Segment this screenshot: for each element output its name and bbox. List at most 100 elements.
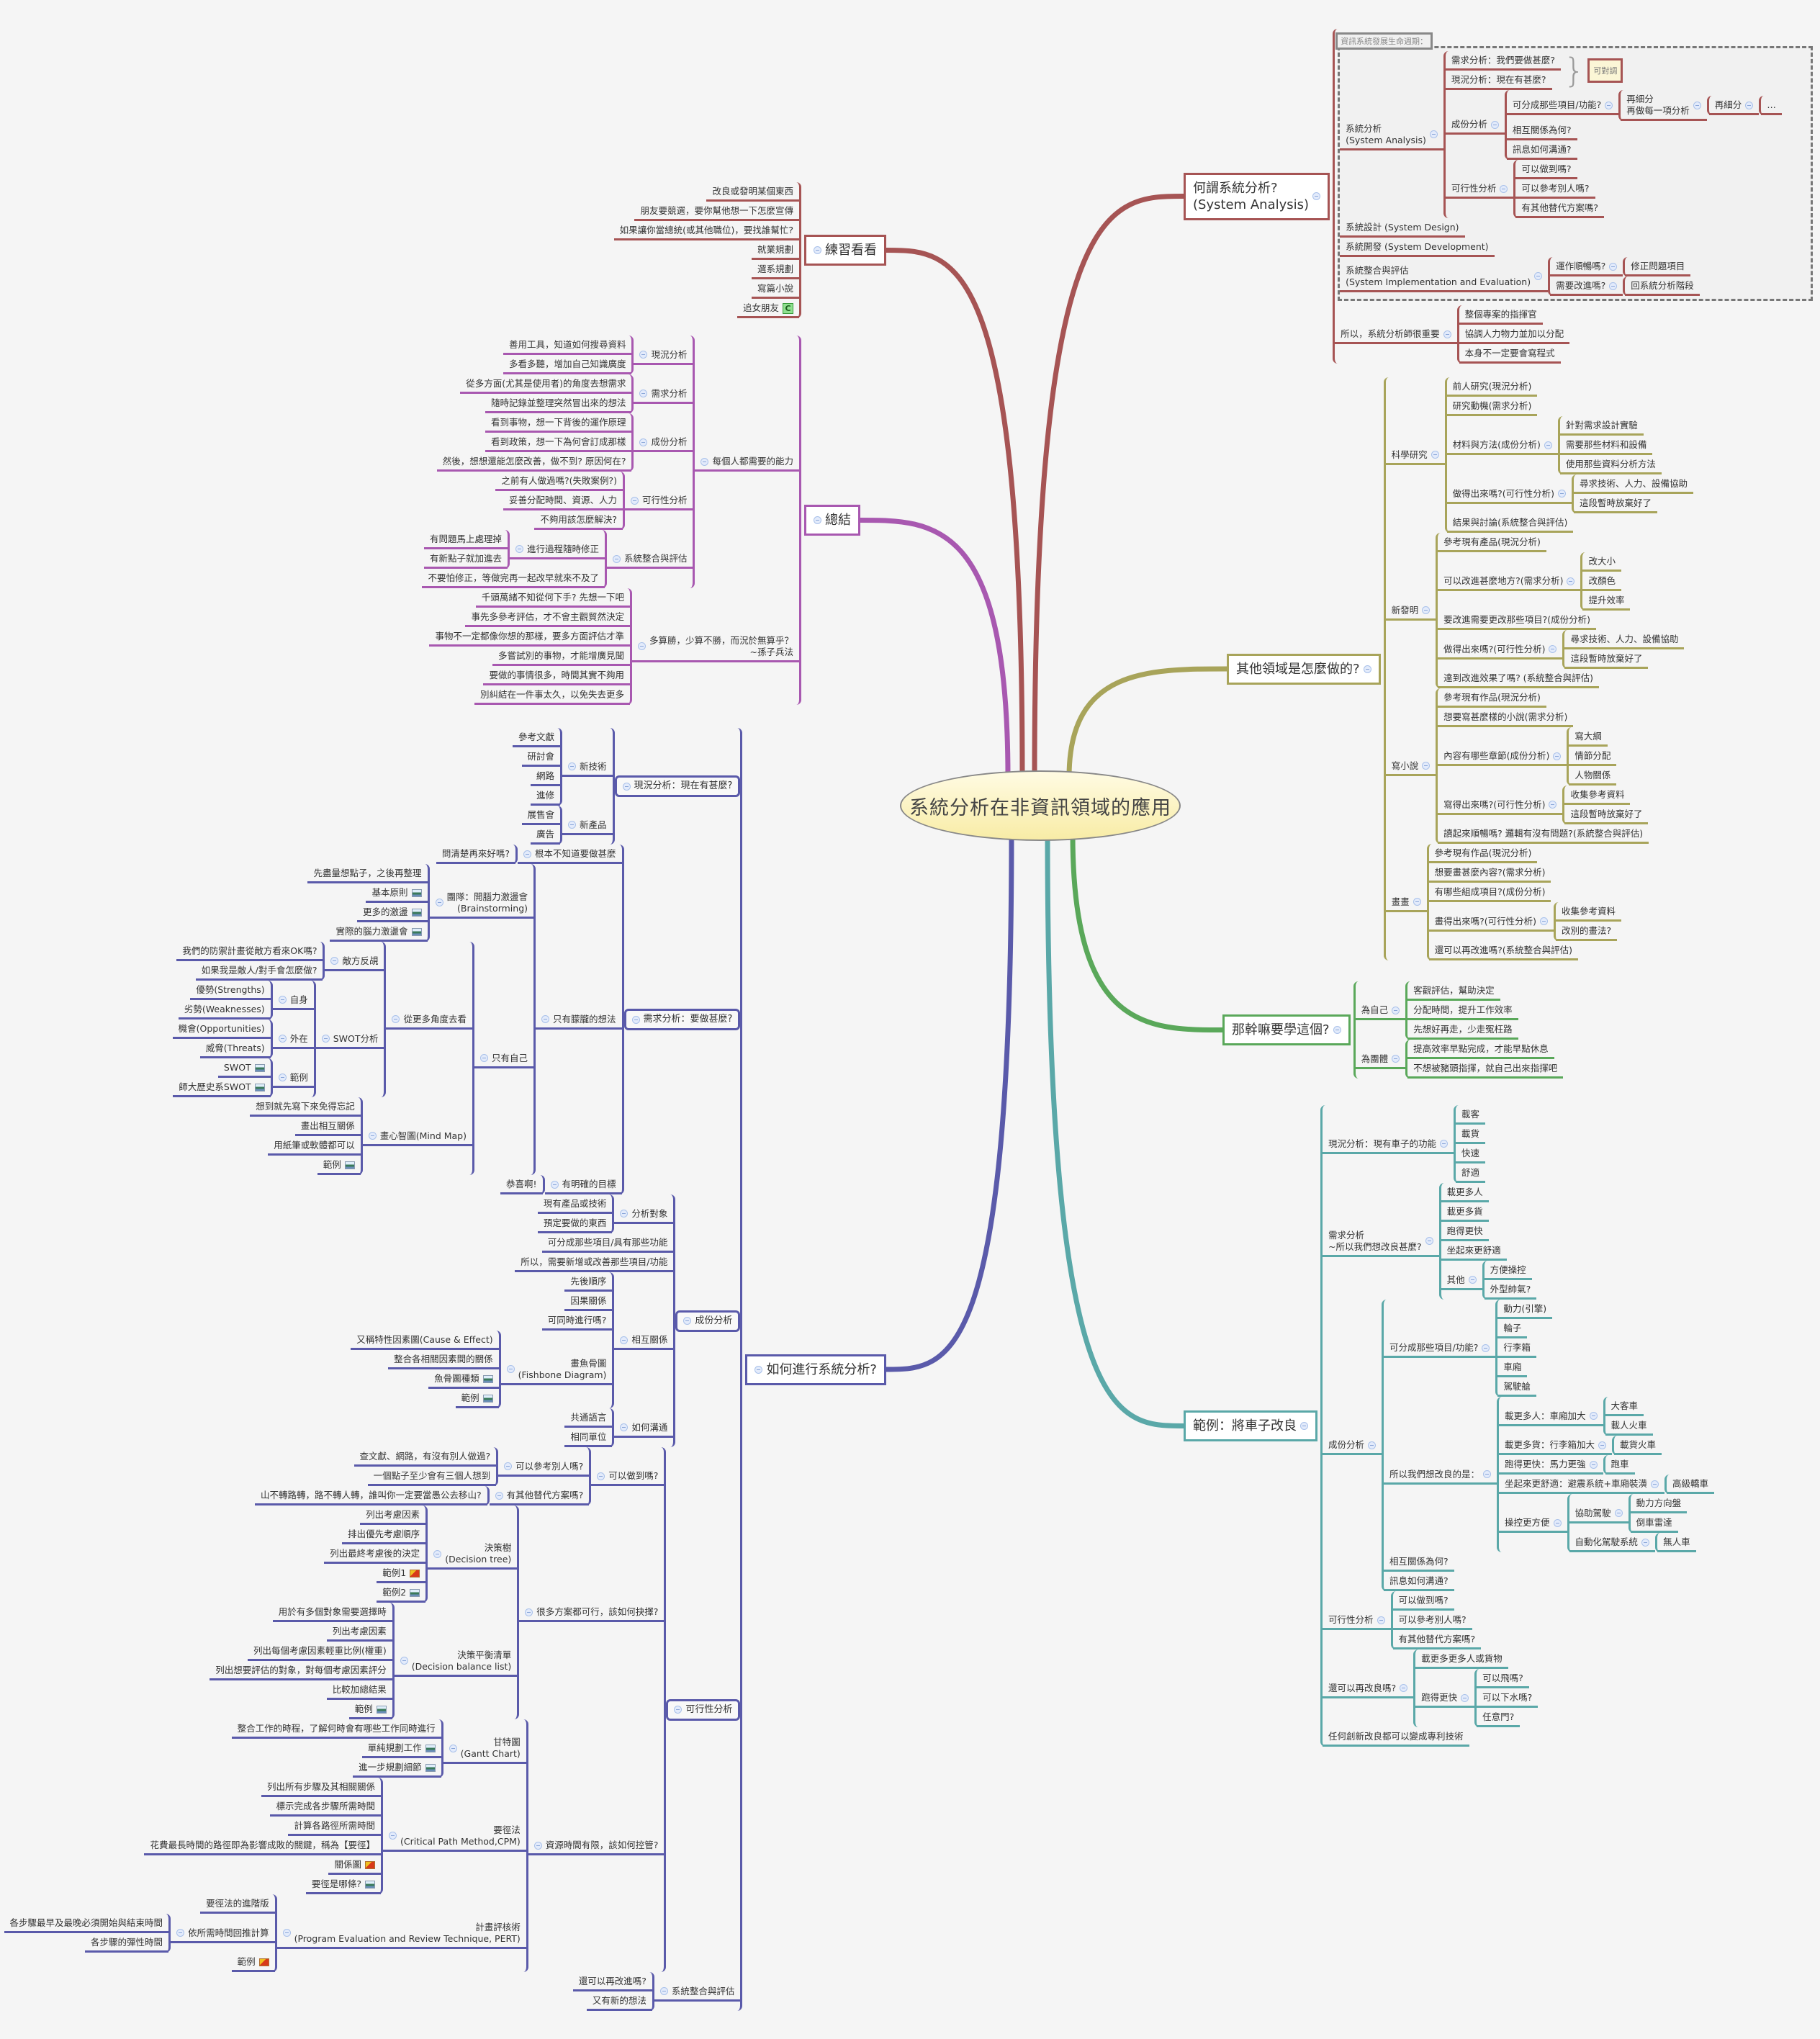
central-topic[interactable]: 系統分析在非資訊領域的應用 [900,770,1181,841]
topic-label[interactable]: 現況分析：現在有甚麼? [1445,71,1552,90]
collapse-toggle-icon[interactable] [176,1929,185,1937]
main-topic[interactable]: 總結 [804,505,860,536]
collapse-toggle-icon[interactable] [1609,262,1618,271]
topic-label[interactable]: 還可以再改進嗎? [572,1972,652,1991]
collapse-toggle-icon[interactable] [1422,606,1431,614]
topic-label[interactable]: 只有朦朧的想法 [536,1010,622,1030]
topic-label[interactable]: 寫小說 [1385,757,1436,776]
collapse-toggle-icon[interactable] [523,850,532,858]
collapse-toggle-icon[interactable] [1567,577,1575,585]
topic-label[interactable]: 然後，想想還能怎麼改善，做不到? 原因何在? [436,452,632,472]
collapse-toggle-icon[interactable] [1300,1422,1308,1430]
topic-label[interactable]: 先想好再走，少走冤枉路 [1407,1020,1518,1040]
collapse-toggle-icon[interactable] [1534,272,1543,280]
topic-label[interactable]: 畫心智圖(Mind Map) [362,1127,472,1146]
topic-label[interactable]: 人物關係 [1569,766,1617,786]
collapse-toggle-icon[interactable] [700,457,709,466]
topic-label[interactable]: 依所需時間回推計算 [171,1924,275,1943]
topic-label[interactable]: 可以參考別人嗎? [1392,1611,1472,1630]
topic-label[interactable]: 先盡量想點子，之後再整理 [307,864,428,883]
topic-label[interactable]: 成份分析 [1323,1436,1382,1455]
topic-label[interactable]: 決策平衡清單 (Decision balance list) [394,1646,518,1677]
topic-label[interactable]: 這段暫時放棄好了 [1573,494,1657,513]
topic-label[interactable]: 可以參考別人嗎? [1515,179,1595,199]
topic-label[interactable]: 系統設計 (System Design) [1340,218,1465,238]
topic-label[interactable]: 優勢(Strengths) [190,981,271,1000]
topic-label[interactable]: 這段暫時放棄好了 [1564,649,1649,669]
topic-label[interactable]: 可以下水嗎? [1477,1688,1539,1708]
topic-label[interactable]: 不想被豬頭指揮，就自己出來指揮吧 [1407,1059,1564,1079]
topic-label[interactable]: 倒車雷達 [1630,1513,1678,1533]
topic-label[interactable]: 問清楚再來好嗎? [436,845,516,864]
topic-label[interactable]: 新技術 [562,757,613,777]
topic-label[interactable]: 這段暫時放棄好了 [1564,805,1649,824]
topic-label[interactable]: 敵方反覘 [325,952,384,971]
collapse-toggle-icon[interactable] [1539,917,1548,925]
topic-label[interactable]: 範例 [348,1700,392,1719]
topic-label[interactable]: 跑得更快 [1415,1688,1475,1708]
topic-label[interactable]: 因果關係 [564,1292,613,1311]
topic-label[interactable]: 選系規劃 [751,260,799,279]
collapse-toggle-icon[interactable] [388,1832,397,1840]
collapse-toggle-icon[interactable] [630,496,639,505]
topic-label[interactable]: 所以，系統分析師很重要 [1335,325,1457,344]
topic-label[interactable]: 畫魚骨圖 (Fishbone Diagram) [500,1354,613,1385]
topic-label[interactable]: 列出最終考慮後的決定 [324,1544,426,1564]
topic-label[interactable]: 為團體 [1355,1050,1406,1069]
topic-label[interactable]: 針對需求設計實驗 [1559,416,1644,436]
collapse-toggle-icon[interactable] [1400,1684,1408,1692]
topic-label[interactable]: 參考現有作品(現況分析) [1428,844,1538,863]
topic-label[interactable]: 需求分析：我們要做甚麼? [1445,51,1562,71]
collapse-toggle-icon[interactable] [1333,1026,1341,1034]
topic-label[interactable]: 基本原則 [366,883,428,903]
collapse-toggle-icon[interactable] [620,1210,629,1217]
topic-label[interactable]: 分析對象 [614,1205,674,1224]
topic-label[interactable]: 任何創新改良都可以變成專利技術 [1323,1727,1469,1747]
image-icon[interactable] [410,1588,420,1597]
topic-label[interactable]: 內容有哪些章節(成份分析) [1438,747,1567,766]
collapse-toggle-icon[interactable] [568,762,577,770]
topic-label[interactable]: 可行性分析 [1445,179,1514,199]
collapse-toggle-icon[interactable] [1363,665,1371,673]
topic-label[interactable]: 尋求技術、人力、設備協助 [1564,630,1685,649]
topic-label[interactable]: 參考文獻 [513,728,561,747]
collapse-toggle-icon[interactable] [278,1073,287,1081]
collapse-toggle-icon[interactable] [515,545,523,553]
topic-label[interactable]: 想要畫甚麼內容?(需求分析) [1428,863,1551,883]
topic-label[interactable]: 外在 [272,1030,314,1049]
topic-label[interactable]: 成份分析 [1445,115,1505,135]
topic-label[interactable]: 讀起來順暢嗎? 邏輯有沒有問題?(系統整合與評估) [1438,824,1649,844]
collapse-toggle-icon[interactable] [504,1462,513,1470]
topic-label[interactable]: 載更多更多人或貨物 [1415,1649,1508,1669]
collapse-toggle-icon[interactable] [1490,120,1499,129]
topic-label[interactable]: 事先多參考評估，才不會主觀貿然決定 [465,608,630,627]
topic-label[interactable]: 劣勢(Weaknesses) [178,1000,271,1019]
topic-label[interactable]: 各步驟最早及最晚必須開始與結束時間 [4,1914,169,1933]
topic-label[interactable]: 不夠用該怎麼解決? [534,510,623,530]
collapse-toggle-icon[interactable] [814,516,821,524]
topic-label[interactable]: 有其他替代方案嗎? [1392,1630,1482,1649]
topic-label[interactable]: 單純規劃工作 [361,1739,441,1758]
topic-label[interactable]: 協助駕駛 [1569,1504,1628,1523]
topic-label[interactable]: 妥善分配時間、資源、人力 [503,491,623,510]
topic-label[interactable]: 別糾結在一件事太久，以免失去更多 [474,685,630,705]
collapse-toggle-icon[interactable] [1500,184,1508,193]
topic-label[interactable]: 動力(引擎) [1497,1300,1553,1319]
topic-label[interactable]: 可分成那些項目/功能? [1384,1338,1496,1358]
topic-label[interactable]: 千頭萬緒不知從何下手? 先想一下吧 [475,588,630,608]
main-topic[interactable]: 其他領域是怎麼做的? [1227,653,1381,685]
collapse-toggle-icon[interactable] [392,1015,400,1023]
main-topic[interactable]: 練習看看 [804,235,886,266]
collapse-toggle-icon[interactable] [1609,282,1618,290]
topic-label[interactable]: 協調人力物力並加以分配 [1459,325,1570,344]
topic-label[interactable]: 可以做到嗎? [1392,1591,1454,1611]
topic-label[interactable]: 看到事物，想一下背後的運作原理 [485,413,632,433]
collapse-toggle-icon[interactable] [1440,1140,1449,1148]
collapse-toggle-icon[interactable] [631,1015,640,1024]
topic-label[interactable]: 所以，需要新增或改善那些項目/功能 [515,1253,674,1272]
topic-label[interactable]: 有其他替代方案嗎? [489,1486,590,1505]
topic-label[interactable]: 科學研究 [1385,446,1445,465]
topic-label[interactable]: 系統整合與評估 [606,549,693,569]
topic-label[interactable]: 從更多角度去看 [386,1010,472,1030]
topic-label[interactable]: 決策樹 (Decision tree) [428,1539,518,1570]
